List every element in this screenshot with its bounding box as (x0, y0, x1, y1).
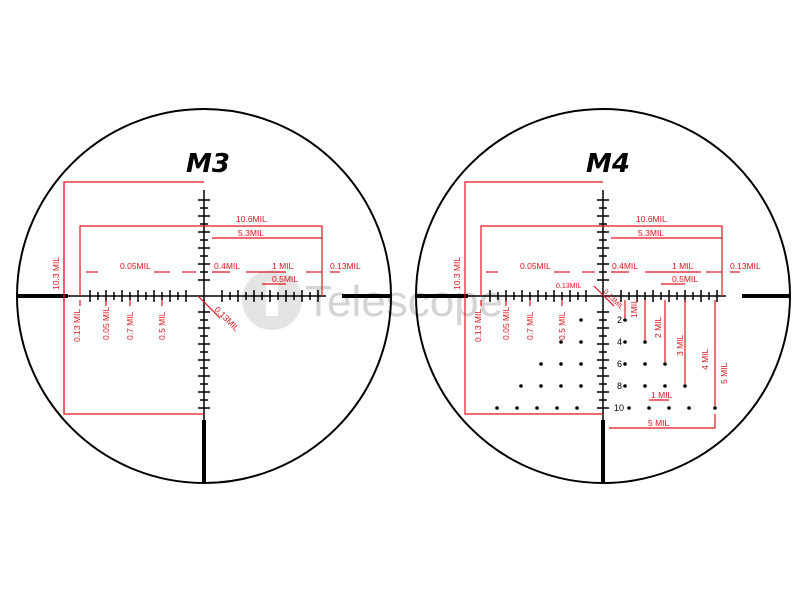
label-line-13: 0.13MIL (730, 261, 761, 271)
dimension-lines-m4 (464, 181, 740, 429)
reticle-m4: M4 (415, 108, 791, 484)
label-diag-13: 0.13MIL (213, 304, 242, 333)
reticle-title-m4: M4 (586, 149, 630, 179)
label-spacing-04: 0.4MIL (612, 261, 638, 271)
label-drop-3: 3 MIL (675, 334, 685, 356)
holdover-number-8: 8 (617, 381, 622, 391)
tick-marks (489, 199, 718, 409)
label-height: 10.3 MIL (452, 257, 462, 290)
label-v-05: 0.05 MIL (501, 307, 511, 340)
label-full-width: 10.6MIL (236, 214, 267, 224)
label-dot-1mil: 1 MIL (651, 390, 673, 400)
watermark: Telescope (242, 270, 503, 330)
label-height: 10.3 MIL (51, 257, 61, 290)
label-line-13: 0.13MIL (330, 261, 361, 271)
label-v-07: 0.7 MIL (125, 311, 135, 340)
label-v-05: 0.05 MIL (101, 307, 111, 340)
holdover-number-2: 2 (617, 315, 622, 325)
label-one-mil: 1 MIL (672, 261, 694, 271)
label-bar-05: 0.05MIL (520, 261, 551, 271)
label-hash-13: 0.13MIL (556, 283, 581, 290)
holdover-number-10: 10 (614, 403, 624, 413)
label-v-13: 0.13 MIL (473, 309, 483, 342)
label-bottom-5mil: 5 MIL (648, 418, 670, 428)
label-full-width: 10.6MIL (636, 214, 667, 224)
label-half-width: 5.3MIL (638, 228, 664, 238)
reticle-m3: M3 (16, 108, 392, 484)
label-v-07: 0.7 MIL (525, 311, 535, 340)
label-half-width: 5.3MIL (238, 228, 264, 238)
holdover-number-6: 6 (617, 359, 622, 369)
label-v-05b: 0.5 MIL (557, 311, 567, 340)
label-half-mil: 0.5MIL (672, 274, 698, 284)
holdover-number-4: 4 (617, 337, 622, 347)
label-v-05b: 0.5 MIL (157, 311, 167, 340)
label-drop-2: 2 MIL (653, 316, 663, 338)
label-v-13: 0.13 MIL (72, 309, 82, 342)
label-one-mil: 1 MIL (272, 261, 294, 271)
dimension-lines-m3 (63, 181, 340, 415)
label-drop-5: 5 MIL (719, 362, 729, 384)
watermark-text: Telescope (305, 277, 503, 326)
holdover-numbers: 2 4 6 8 10 (614, 315, 624, 413)
label-drop-1: 1MIL (629, 299, 639, 318)
label-half-mil: 0.5MIL (272, 274, 298, 284)
label-drop-4: 4 MIL (700, 348, 710, 370)
label-bar-05: 0.05MIL (120, 261, 151, 271)
label-spacing-04: 0.4MIL (214, 261, 240, 271)
holdover-dots (495, 318, 717, 410)
tick-marks (89, 199, 319, 409)
reticle-title-m3: M3 (186, 149, 230, 179)
